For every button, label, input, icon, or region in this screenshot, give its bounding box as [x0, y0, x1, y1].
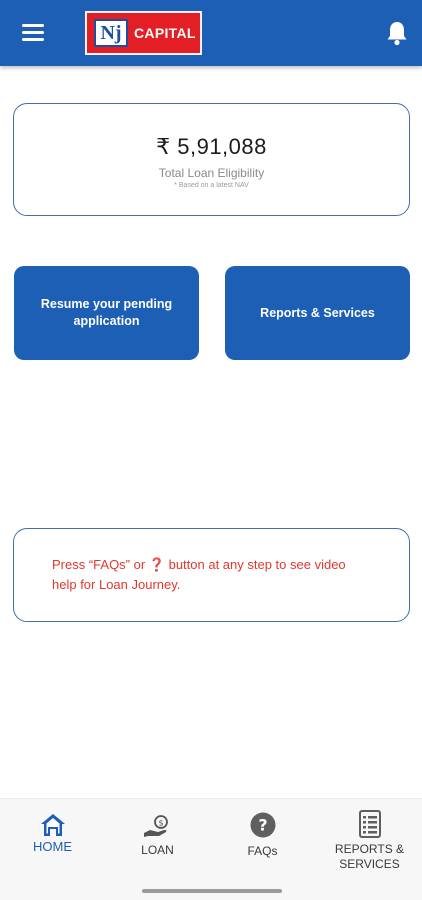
hand-coin-icon: $ — [143, 815, 168, 837]
home-icon — [40, 814, 65, 836]
nav-loan[interactable]: $ LOAN — [105, 799, 210, 889]
gesture-navigation-bar[interactable] — [142, 889, 282, 893]
hamburger-menu-icon[interactable] — [22, 24, 44, 42]
help-text: Press “FAQs” or ❓ button at any step to … — [52, 555, 352, 595]
loan-eligibility-card: ₹ 5,91,088 Total Loan Eligibility * Base… — [13, 103, 410, 216]
nav-home[interactable]: HOME — [0, 799, 105, 889]
nav-reports-services[interactable]: REPORTS & SERVICES — [317, 799, 422, 889]
logo-text: CAPITAL — [134, 25, 196, 41]
svg-text:?: ? — [258, 816, 267, 835]
nj-capital-logo: Nj CAPITAL — [85, 11, 202, 55]
nav-loan-label: LOAN — [141, 843, 174, 857]
eligibility-note: * Based on a latest NAV — [174, 182, 249, 189]
eligibility-label: Total Loan Eligibility — [158, 166, 265, 180]
app-bar: Nj CAPITAL — [0, 0, 422, 66]
question-circle-icon: ? — [250, 812, 275, 838]
nav-home-label: HOME — [33, 839, 72, 854]
nav-faqs-label: FAQs — [247, 844, 278, 858]
help-text-before: Press “FAQs” or — [52, 557, 149, 572]
help-text-after: button at any step to see video help for… — [52, 557, 346, 592]
nav-faqs[interactable]: ? FAQs — [210, 799, 315, 889]
document-list-icon — [358, 810, 381, 838]
resume-application-button[interactable]: Resume your pending application — [14, 266, 199, 360]
nav-reports-label: REPORTS & SERVICES — [334, 842, 405, 871]
bell-icon[interactable] — [386, 20, 408, 46]
logo-mark: Nj — [94, 19, 128, 47]
eligibility-amount: ₹ 5,91,088 — [156, 134, 267, 159]
reports-services-button[interactable]: Reports & Services — [225, 266, 410, 360]
bottom-navigation: HOME $ LOAN ? FAQs REPORTS & SERVICES — [0, 798, 422, 900]
svg-text:$: $ — [158, 819, 163, 828]
faq-help-card: Press “FAQs” or ❓ button at any step to … — [13, 528, 410, 622]
question-mark-icon: ❓ — [148, 557, 165, 572]
